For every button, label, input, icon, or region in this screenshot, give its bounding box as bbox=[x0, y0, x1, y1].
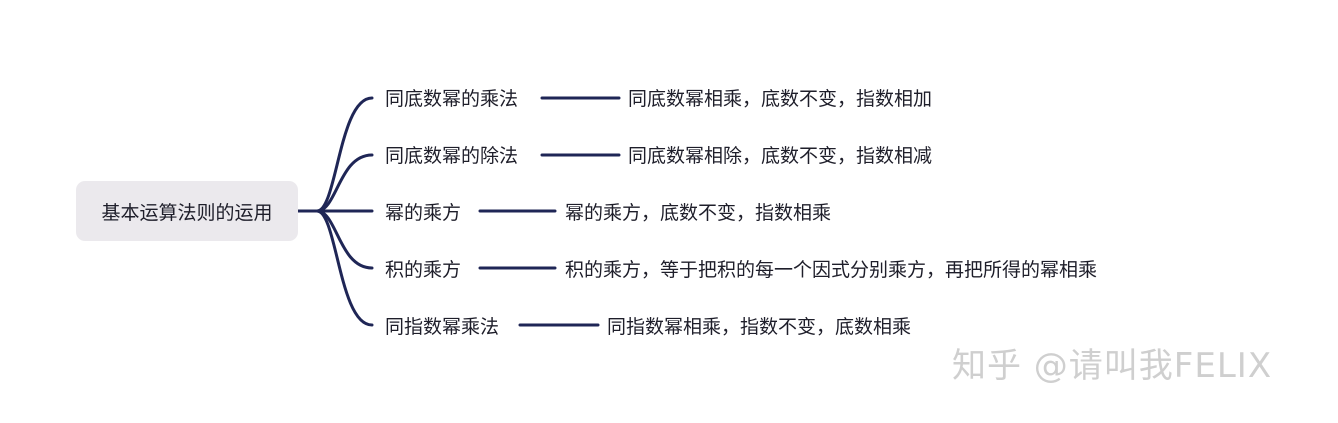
leaf-node-power-of-product-rule[interactable]: 积的乘方，等于把积的每一个因式分别乘方，再把所得的幂相乘 bbox=[565, 259, 1098, 281]
branch-connector bbox=[315, 209, 374, 327]
leaf-node-same-base-division-rule[interactable]: 同底数幂相除，底数不变，指数相减 bbox=[628, 145, 933, 167]
branch-node-power-of-power[interactable]: 幂的乘方 bbox=[385, 202, 462, 224]
leaf-node-power-of-power-rule[interactable]: 幂的乘方，底数不变，指数相乘 bbox=[565, 202, 832, 224]
root-node[interactable]: 基本运算法则的运用 bbox=[76, 181, 298, 241]
branch-connector bbox=[315, 153, 374, 213]
branch-connector bbox=[315, 96, 374, 213]
leaf-node-same-base-multiplication-rule[interactable]: 同底数幂相乘，底数不变，指数相加 bbox=[628, 88, 933, 110]
root-node-label: 基本运算法则的运用 bbox=[101, 201, 273, 224]
branch-node-same-exponent-multiplication[interactable]: 同指数幂乘法 bbox=[385, 316, 500, 338]
branch-node-same-base-division[interactable]: 同底数幂的除法 bbox=[385, 145, 519, 167]
branch-node-power-of-product[interactable]: 积的乘方 bbox=[385, 259, 462, 281]
watermark-text: 知乎 @请叫我FELIX bbox=[952, 346, 1273, 386]
branch-node-same-base-multiplication[interactable]: 同底数幂的乘法 bbox=[385, 88, 519, 110]
leaf-node-same-exponent-multiplication-rule[interactable]: 同指数幂相乘，指数不变，底数相乘 bbox=[607, 316, 912, 338]
